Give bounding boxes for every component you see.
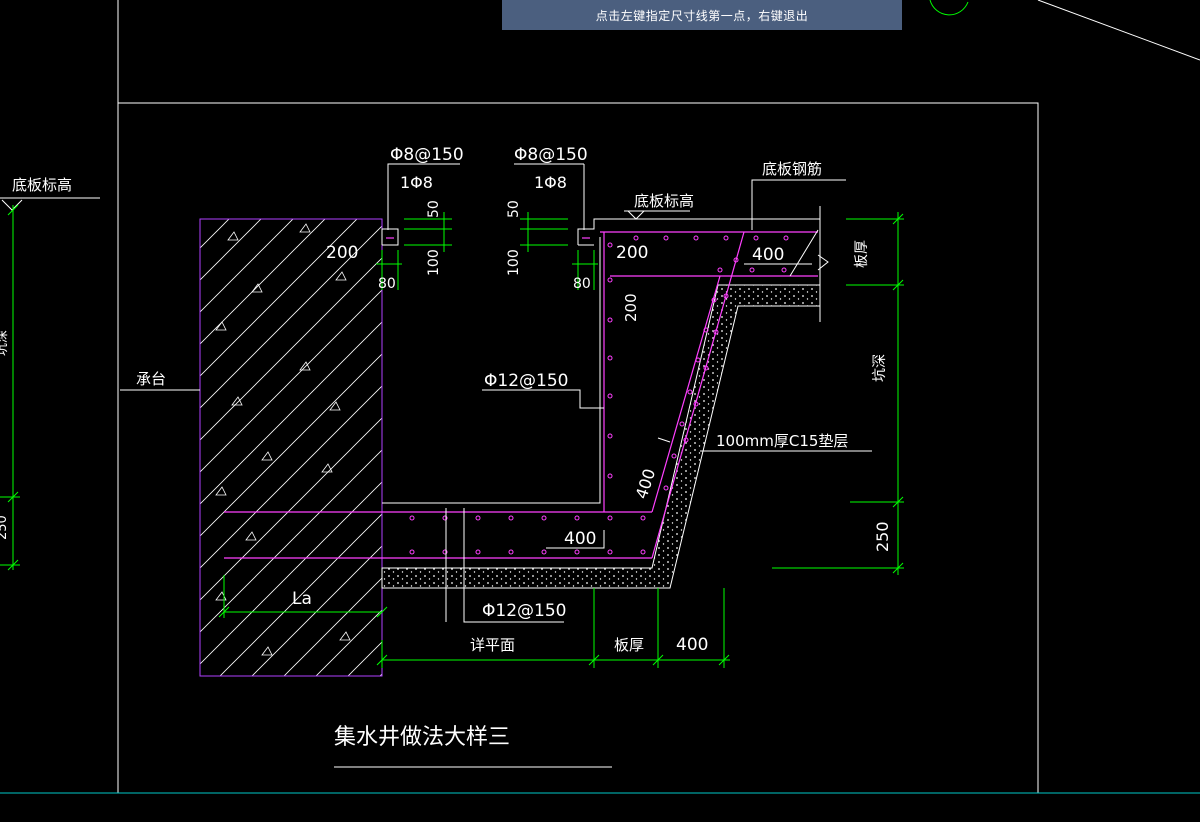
bar-1phi8-left-label: 1Φ8 bbox=[400, 173, 433, 192]
floor-elev-right: 底板标高 bbox=[634, 192, 694, 210]
left-elevation-mark: 底板标高 坑深 250 bbox=[0, 176, 100, 571]
left-floor-elev-text: 底板标高 bbox=[12, 176, 72, 194]
see-plan-label: 详平面 bbox=[470, 636, 515, 654]
pit-depth-label: 坑深 bbox=[872, 354, 888, 382]
dim-50-left: 50 bbox=[426, 200, 442, 218]
drawing-frame bbox=[0, 0, 1200, 794]
bottom-dim-chain bbox=[376, 588, 730, 668]
dim-100-left: 100 bbox=[426, 249, 442, 276]
pile-cap-label: 承台 bbox=[136, 370, 166, 388]
dim-80-right: 80 bbox=[573, 276, 591, 292]
cushion-layer bbox=[381, 284, 821, 589]
wall-rebar-leader bbox=[482, 389, 872, 452]
bottom-rebar-leader bbox=[445, 508, 564, 623]
right-dim-chain bbox=[772, 212, 904, 575]
dim-200-top: 200 bbox=[616, 243, 648, 263]
rebar-dots bbox=[409, 235, 789, 555]
floor-rebar-label: 底板钢筋 bbox=[762, 160, 822, 178]
rebar-lines bbox=[224, 231, 818, 559]
la-dim bbox=[218, 575, 388, 618]
dim-200-vert: 200 bbox=[622, 293, 640, 322]
rebar-top-right-label: Φ8@150 bbox=[514, 145, 588, 165]
dim-200-left: 200 bbox=[326, 243, 358, 263]
slab-thick-vert: 板厚 bbox=[854, 240, 870, 268]
dim-250-right: 250 bbox=[873, 521, 892, 552]
dim-400-top: 400 bbox=[752, 245, 784, 265]
slope-dim bbox=[546, 437, 671, 549]
rebar-top-left-label: Φ8@150 bbox=[390, 145, 464, 165]
slab-thick-label: 板厚 bbox=[614, 636, 644, 654]
dim-400-slope: 400 bbox=[632, 466, 660, 501]
rebar-wall-label: Φ12@150 bbox=[484, 371, 568, 391]
right-callouts bbox=[624, 179, 846, 277]
dim-50-right: 50 bbox=[506, 200, 522, 218]
rebar-bottom-label: Φ12@150 bbox=[482, 601, 566, 621]
la-label: La bbox=[292, 589, 312, 609]
pile-cap-block: 承台 bbox=[120, 218, 383, 677]
drawing-title: 集水井做法大样三 bbox=[334, 725, 510, 750]
dim-400-right: 400 bbox=[676, 635, 708, 655]
left-dim-bottom-text: 250 bbox=[0, 515, 10, 540]
command-prompt-tooltip: 点击左键指定尺寸线第一点，右键退出 bbox=[502, 0, 902, 30]
dim-80-left: 80 bbox=[378, 276, 396, 292]
small-dims bbox=[376, 212, 598, 290]
left-dim-top-text: 坑深 bbox=[0, 330, 10, 356]
dim-100-right: 100 bbox=[506, 249, 522, 276]
dim-400-bottom: 400 bbox=[564, 529, 596, 549]
top-left-callouts bbox=[387, 163, 585, 230]
cushion-label: 100mm厚C15垫层 bbox=[716, 432, 848, 450]
bar-1phi8-right-label: 1Φ8 bbox=[534, 173, 567, 192]
